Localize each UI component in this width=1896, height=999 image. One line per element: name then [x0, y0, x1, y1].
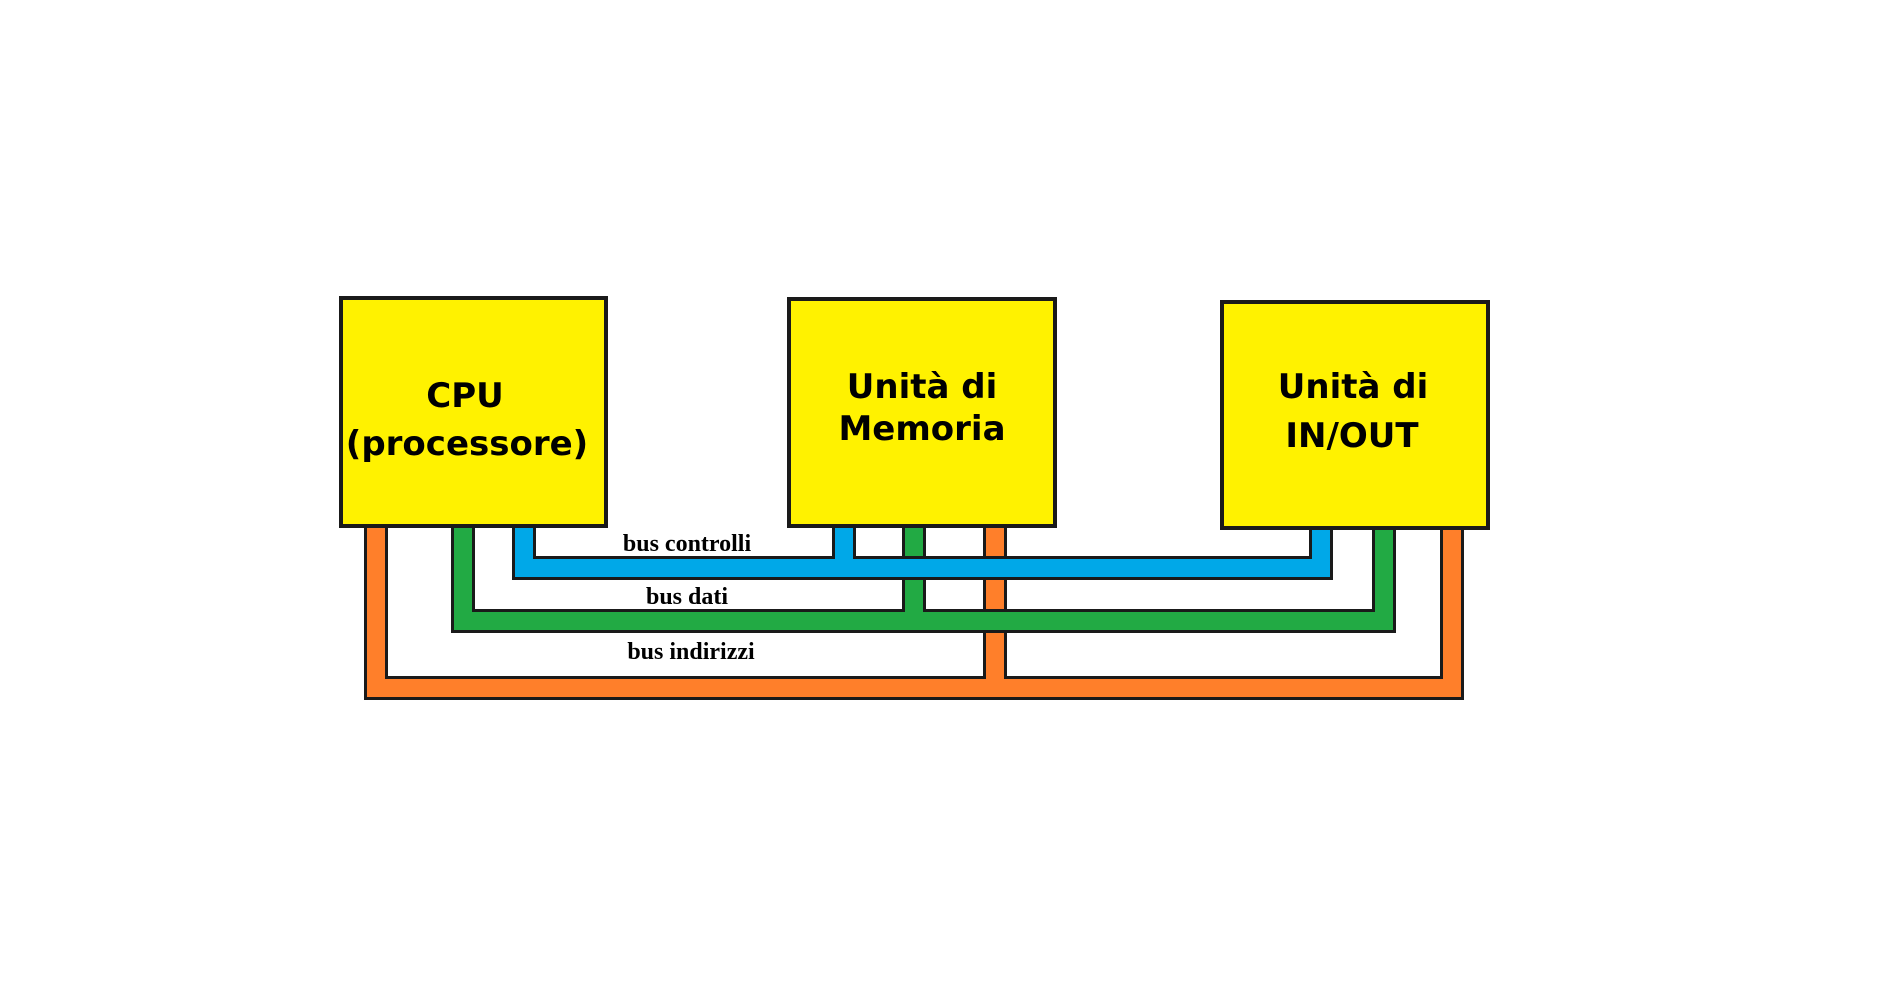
io-box — [1220, 300, 1490, 530]
cpu-label-line2: (processore) — [346, 424, 588, 464]
control-bus-label: bus controlli — [623, 531, 752, 557]
control-bus — [512, 528, 1333, 580]
data-bus-label: bus dati — [646, 584, 728, 610]
cpu-box — [339, 296, 608, 528]
io-unit: Unità di IN/OUT — [1220, 300, 1490, 530]
memory-unit: Unità di Memoria — [787, 297, 1057, 528]
address-bus-label: bus indirizzi — [627, 639, 755, 665]
control-bus-fill — [515, 528, 1330, 577]
memory-label-line1: Unità di — [847, 367, 998, 407]
cpu-unit: CPU (processore) — [339, 296, 608, 528]
memory-box — [787, 297, 1057, 528]
io-label-line1: Unità di — [1278, 367, 1429, 407]
memory-label-line2: Memoria — [838, 409, 1005, 449]
cpu-label-line1: CPU — [426, 376, 503, 416]
address-bus-fill — [367, 528, 1461, 697]
address-bus — [364, 528, 1464, 700]
io-label-line2: IN/OUT — [1285, 416, 1419, 456]
